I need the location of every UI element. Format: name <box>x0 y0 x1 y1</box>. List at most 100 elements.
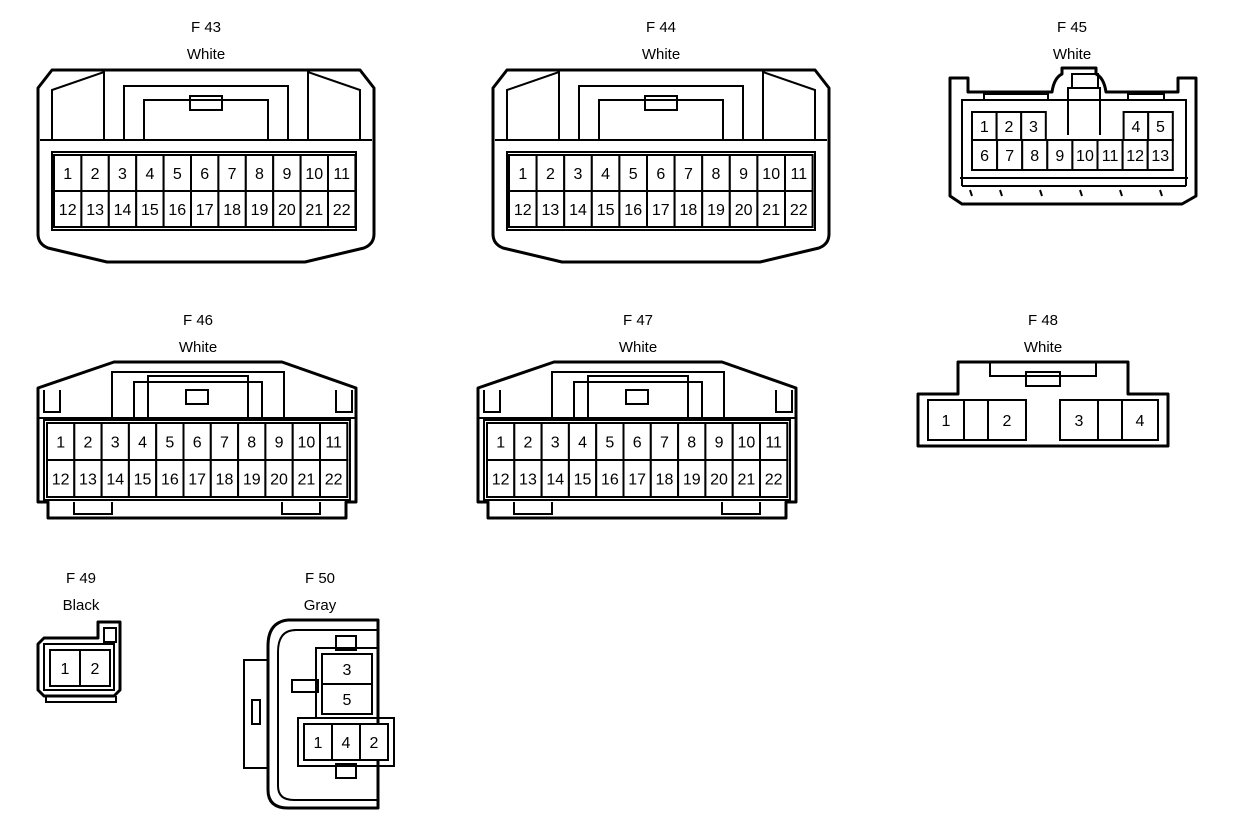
pin-label: 9 <box>275 435 284 452</box>
connector-f46-id: F 46 <box>183 312 213 329</box>
pin-cell <box>331 723 361 761</box>
connector-f49-lock-tab <box>103 627 117 643</box>
pin-label: 20 <box>710 472 728 489</box>
connector-f45-lock-tab <box>1071 73 1099 89</box>
connector-f49-color: Black <box>63 597 100 614</box>
pin-label: 16 <box>624 202 642 219</box>
connector-f44-color: White <box>642 46 680 63</box>
pin-label: 3 <box>1075 413 1084 430</box>
connector-f43-lock-tab <box>189 95 223 111</box>
connector-f44-lock-tab <box>644 95 678 111</box>
pin-cell <box>1096 139 1124 171</box>
connector-f47-feet <box>513 502 761 515</box>
pin-label: 3 <box>1029 119 1038 136</box>
pin-label: 2 <box>91 166 100 183</box>
pin-label: 3 <box>111 435 120 452</box>
pin-label: 7 <box>228 166 237 183</box>
pin-label: 7 <box>1005 148 1014 165</box>
pin-cell <box>73 459 103 498</box>
pin-cell <box>646 190 676 228</box>
pin-cell <box>46 459 76 498</box>
pin-label: 3 <box>343 662 352 679</box>
pin-cell <box>1046 139 1074 171</box>
pin-label: 11 <box>1102 148 1119 165</box>
pin-cell <box>127 422 158 461</box>
pin-cell <box>1097 399 1123 441</box>
pin-cell <box>217 190 247 228</box>
pin-label: 17 <box>188 472 206 489</box>
pin-cell <box>731 459 762 498</box>
pin-label: 14 <box>546 472 564 489</box>
pin-label: 10 <box>737 435 755 452</box>
pin-label: 14 <box>569 202 587 219</box>
pin-cell <box>155 459 185 498</box>
pin-label: 22 <box>325 472 343 489</box>
pin-cell <box>987 399 1027 441</box>
pin-label: 18 <box>680 202 698 219</box>
pin-cell <box>327 190 357 228</box>
pin-label: 21 <box>762 202 780 219</box>
pin-label: 7 <box>220 435 229 452</box>
connector-f48: F 48 White 1 2 3 4 <box>916 312 1170 448</box>
pin-cell <box>303 723 333 761</box>
pin-cell <box>677 459 707 498</box>
connector-f46-color: White <box>179 339 217 356</box>
pin-label: 21 <box>297 472 315 489</box>
pin-label: 8 <box>255 166 264 183</box>
connector-f44-latch <box>578 85 744 140</box>
pin-label: 11 <box>333 166 350 183</box>
connector-f47-housing <box>476 360 798 520</box>
pin-cell <box>1146 139 1174 171</box>
pin-label: 16 <box>168 202 186 219</box>
pin-label: 17 <box>196 202 214 219</box>
connector-f49-base <box>45 696 117 703</box>
pin-label: 19 <box>251 202 269 219</box>
pin-label: 16 <box>161 472 179 489</box>
pin-label: 13 <box>79 472 97 489</box>
pin-label: 14 <box>106 472 124 489</box>
pin-cell <box>237 459 267 498</box>
pin-label: 2 <box>83 435 92 452</box>
pin-cell <box>209 459 240 498</box>
pin-label: 19 <box>683 472 701 489</box>
connector-f49-inner <box>43 643 115 691</box>
pin-cell <box>963 399 989 441</box>
connector-f44-housing <box>491 68 831 264</box>
pin-label: 21 <box>305 202 323 219</box>
connector-f47-rails <box>478 390 796 419</box>
pin-label: 14 <box>114 202 132 219</box>
connector-f47-id: F 47 <box>623 312 653 329</box>
connector-f43-housing-inner <box>51 70 361 140</box>
pin-cell <box>995 111 1023 141</box>
pin-cell <box>327 154 357 192</box>
connector-f44-cavity-frame <box>506 151 816 231</box>
connector-f44-id: F 44 <box>646 19 676 36</box>
pin-cell <box>80 190 110 228</box>
pin-label: 11 <box>765 435 782 452</box>
pin-label: 1 <box>942 413 951 430</box>
pin-label: 13 <box>1151 148 1169 165</box>
pin-label: 1 <box>314 735 323 752</box>
pin-cell <box>513 422 543 461</box>
connector-f50-bottom-tab <box>335 763 357 779</box>
pin-cell <box>784 190 814 228</box>
pin-label: 5 <box>343 692 352 709</box>
connector-f45-bottom-rails <box>960 177 1188 187</box>
pin-label: 20 <box>270 472 288 489</box>
pin-label: 8 <box>712 166 721 183</box>
pin-label: 18 <box>223 202 241 219</box>
pin-label: 18 <box>216 472 234 489</box>
pin-cell <box>567 459 598 498</box>
connector-f50: F 50 Gray 3 5 1 4 2 <box>243 570 395 810</box>
connector-f50-latch-tab <box>251 699 261 725</box>
pin-label: 2 <box>91 661 100 678</box>
pin-cell <box>704 422 734 461</box>
pin-cell <box>646 154 676 192</box>
pin-cell <box>563 154 593 192</box>
pin-cell <box>162 190 193 228</box>
